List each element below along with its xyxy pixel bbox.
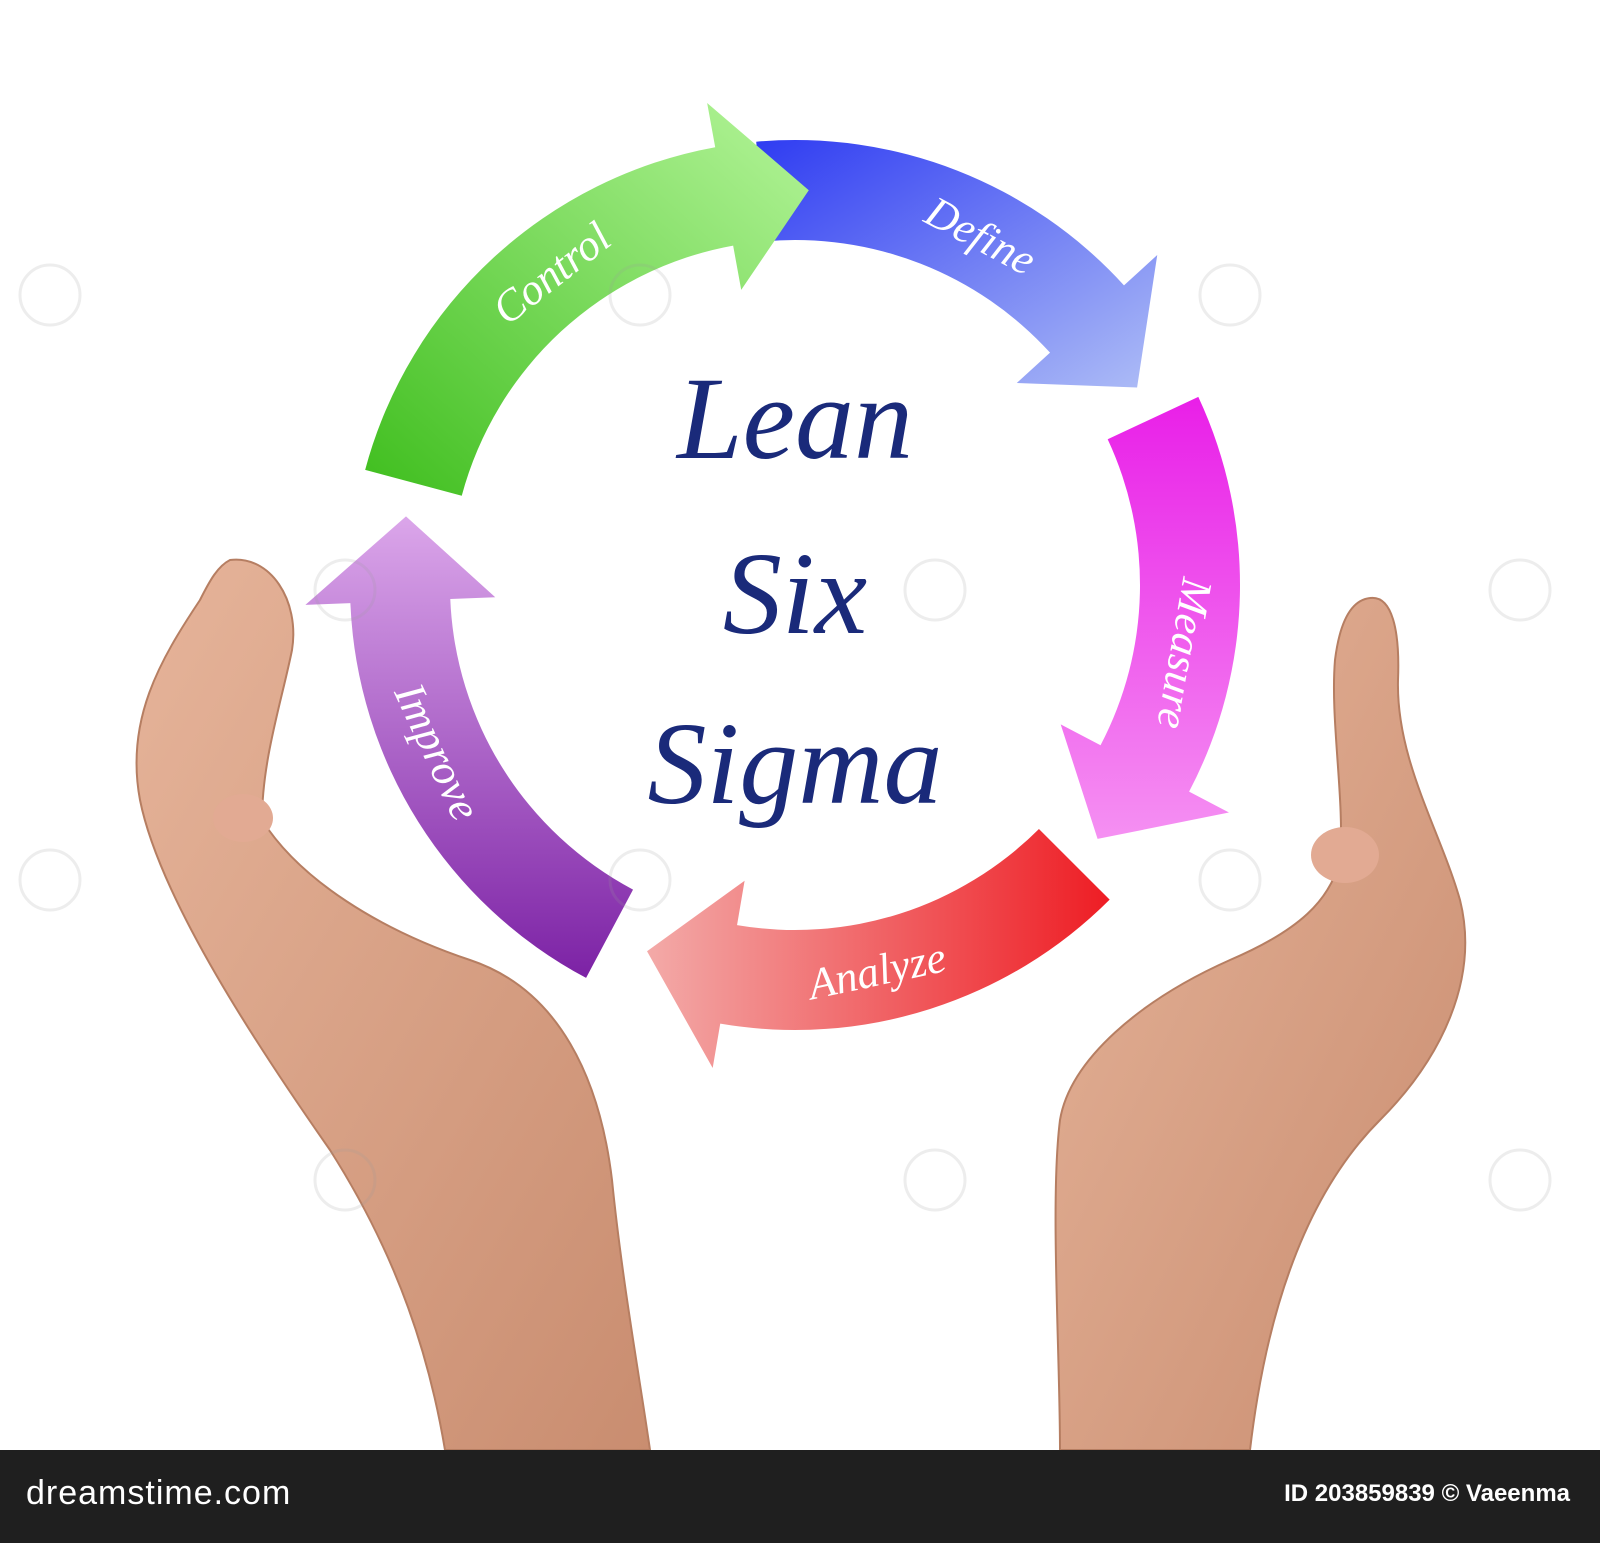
cycle-ring [305, 102, 1241, 1069]
cycle-arrow-define [756, 140, 1158, 388]
cycle-arrow-analyze [647, 828, 1110, 1069]
left-hand-illustration [135, 558, 652, 1451]
cycle-arrow-measure [1060, 396, 1241, 839]
image-credit: ID 203859839 © Vaeenma [1284, 1480, 1570, 1507]
center-title-line-3: Sigma [647, 698, 943, 829]
footer-bar: dreamstime.com ID 203859839 © Vaeenma [0, 1450, 1600, 1543]
center-title-line-1: Lean [677, 353, 913, 484]
cycle-arrow-control [365, 102, 809, 496]
right-hand-illustration [1054, 596, 1467, 1451]
brand-wordmark: dreamstime.com [26, 1474, 292, 1512]
center-title-line-2: Six [722, 528, 868, 659]
cycle-arrow-improve [305, 516, 634, 978]
watermark-marks [18, 263, 1552, 1212]
